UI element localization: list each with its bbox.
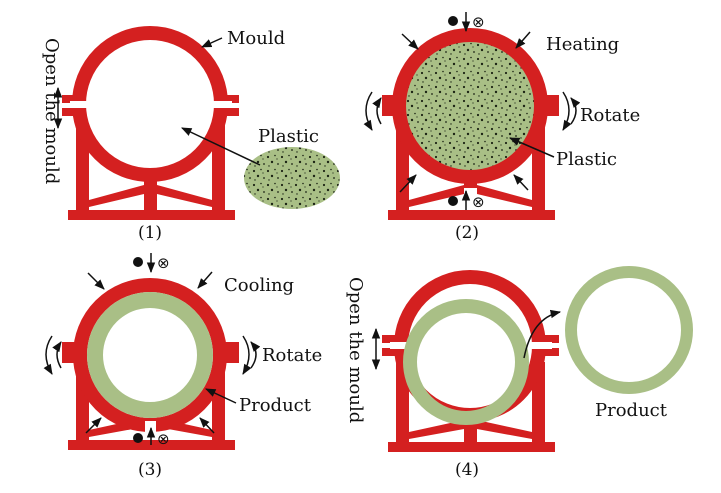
axis-dot-top [133, 257, 143, 267]
axis-dot-bottom [133, 433, 143, 443]
product-removed [565, 266, 693, 394]
cool-arrow [199, 417, 215, 434]
rotate-arrow [562, 91, 572, 131]
mould-label: Mould [227, 28, 285, 49]
rotate-label: Rotate [262, 345, 322, 366]
rotate-arrow [372, 97, 382, 125]
axis-cross-bottom: ⊗ [157, 430, 170, 448]
product-wall [87, 292, 213, 418]
axis-cross-top: ⊗ [157, 254, 170, 272]
heat-arrow [399, 174, 417, 193]
panel-3: ⊗ ⊗ Cooling Rotate Product (3) [43, 253, 322, 480]
mould [392, 28, 548, 184]
rotate-arrow [250, 341, 261, 369]
open-mould-label: Open the mould [345, 277, 366, 423]
cool-arrow [85, 417, 102, 434]
plastic-pellets [244, 147, 340, 209]
caption-4: (4) [455, 460, 479, 480]
remove-arrow [523, 309, 562, 359]
rotate-arrow [43, 335, 53, 375]
heat-arrow [515, 31, 531, 49]
axis-cross-bottom: ⊗ [472, 193, 485, 211]
panel-2: ⊗ ⊗ Heating Rotate Plastic (2) [363, 12, 640, 243]
product-label: Product [239, 395, 312, 416]
plastic-label: Plastic [258, 126, 319, 147]
panel-1: Plastic Mould Open the mould (1) [41, 26, 340, 243]
cooling-label: Cooling [224, 275, 294, 296]
rotate-arrow [242, 335, 252, 375]
rotate-arrow [52, 341, 62, 369]
plastic-leader [181, 127, 261, 166]
plastic-leader [509, 137, 555, 158]
mould-leader [201, 37, 223, 48]
rotate-arrow [363, 91, 373, 131]
heat-arrow [513, 174, 529, 191]
rotate-arrow [570, 97, 581, 125]
mould-parting-gap [70, 101, 232, 108]
product-label: Product [595, 400, 668, 421]
rotate-label: Rotate [580, 105, 640, 126]
axis-cross-top: ⊗ [472, 13, 485, 31]
panel-4: Product Open the mould (4) [345, 266, 693, 480]
product-leader [205, 388, 237, 404]
plastic-label: Plastic [556, 149, 617, 170]
cool-arrow [197, 271, 213, 289]
caption-3: (3) [138, 460, 162, 480]
caption-1: (1) [138, 223, 162, 243]
product-in-mould [403, 299, 529, 425]
mould-frame [382, 95, 559, 220]
heat-arrow [401, 33, 419, 50]
axis-dot-bottom [448, 196, 458, 206]
heating-label: Heating [546, 34, 619, 55]
cool-arrow [87, 272, 105, 290]
mould-parting-gap [390, 342, 552, 349]
axis-dot-top [448, 16, 458, 26]
axis-gap [465, 188, 476, 210]
caption-2: (2) [455, 223, 479, 243]
open-mould-label: Open the mould [41, 38, 62, 184]
